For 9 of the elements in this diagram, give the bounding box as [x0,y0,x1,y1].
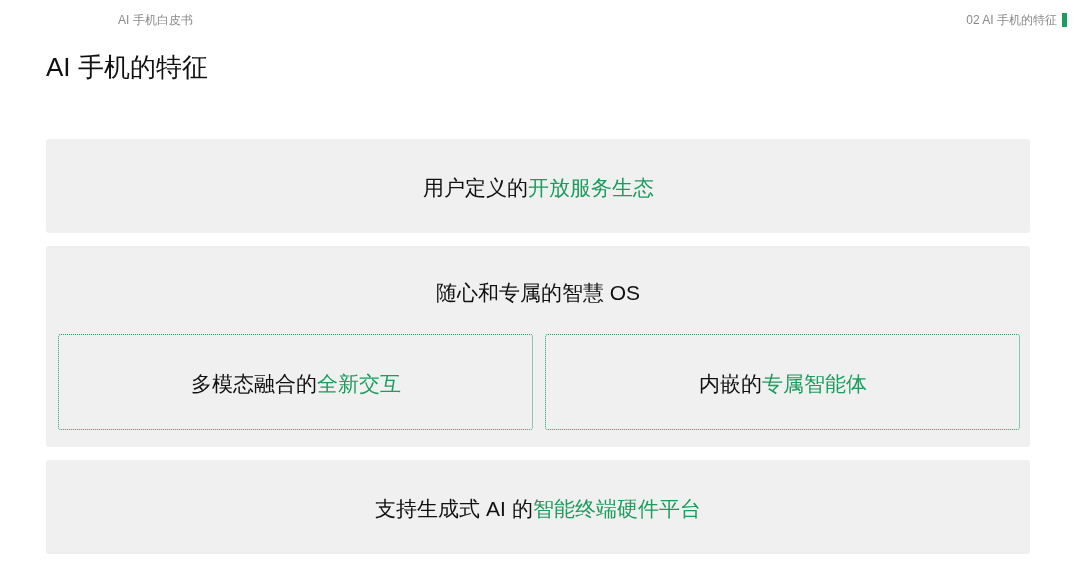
panel-text: 随心和专属的智慧 OS [435,281,641,305]
box-text: 内嵌的专属智能体 [698,372,867,396]
header-text: AI 手机白皮书 [118,12,193,28]
header-text: 02 AI 手机的特征 [966,12,1057,28]
box-text: 多模态融合的全新交互 [190,372,401,396]
panel-text: 支持生成式 AI 的智能终端硬件平台 [375,497,701,521]
panel-text: 用户定义的开放服务生态 [422,176,654,200]
page-title: AI 手机的特征 [46,51,208,83]
panel-box [46,246,1030,447]
